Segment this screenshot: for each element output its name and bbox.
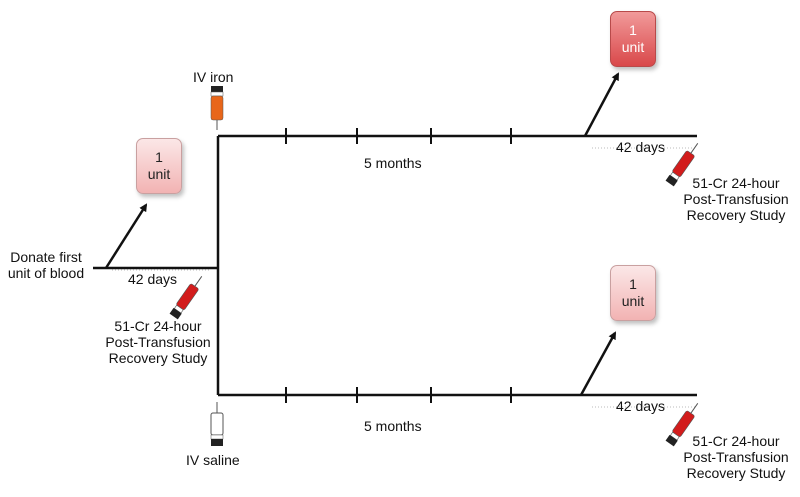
- saline-unit-word: unit: [621, 293, 645, 309]
- saline-study-line2: Post-Transfusion: [683, 449, 789, 465]
- first-blood-unit: 1 unit: [136, 138, 182, 194]
- initial-study-line2: Post-Transfusion: [105, 334, 211, 350]
- saline-period-label: 5 months: [364, 418, 422, 434]
- saline-duration-label: 42 days: [616, 398, 666, 414]
- initial-study-line1: 51-Cr 24-hour: [114, 318, 202, 334]
- iron-blood-unit: 1 unit: [610, 11, 656, 67]
- iron-duration-label: 42 days: [616, 139, 666, 155]
- first-unit-arrow: [104, 203, 148, 269]
- iron-period-label: 5 months: [364, 155, 422, 171]
- saline-treatment-label: IV saline: [186, 452, 240, 468]
- iron-syringe-icon: [665, 143, 699, 187]
- initial-study-line3: Recovery Study: [108, 350, 208, 366]
- saline-study-line3: Recovery Study: [686, 465, 786, 481]
- initial-study-label: 51-Cr 24-hour Post-Transfusion Recovery …: [98, 318, 218, 366]
- iron-study-line2: Post-Transfusion: [683, 191, 789, 207]
- start-label-line1: Donate first: [10, 249, 82, 265]
- iron-unit-number: 1: [629, 22, 637, 38]
- saline-blood-unit: 1 unit: [610, 265, 656, 321]
- start-label-line2: unit of blood: [7, 265, 85, 281]
- saline-unit-number: 1: [629, 276, 637, 292]
- iron-study-line3: Recovery Study: [686, 207, 786, 223]
- iron-unit-arrow: [583, 72, 620, 137]
- iv-saline-vial-icon: [210, 402, 224, 446]
- first-unit-number: 1: [155, 149, 163, 165]
- start-label: Donate first unit of blood: [2, 249, 90, 281]
- saline-study-line1: 51-Cr 24-hour: [692, 433, 780, 449]
- iv-iron-vial-icon: [210, 86, 224, 130]
- saline-syringe-icon: [665, 403, 699, 447]
- iron-study-line1: 51-Cr 24-hour: [692, 175, 780, 191]
- iron-treatment-label: IV iron: [193, 69, 234, 85]
- initial-duration-label: 42 days: [128, 271, 178, 287]
- initial-syringe-icon: [169, 276, 203, 320]
- saline-unit-arrow: [579, 331, 617, 396]
- saline-study-label: 51-Cr 24-hour Post-Transfusion Recovery …: [676, 433, 796, 481]
- iron-unit-word: unit: [621, 39, 645, 55]
- first-unit-word: unit: [147, 166, 171, 182]
- iron-study-label: 51-Cr 24-hour Post-Transfusion Recovery …: [676, 175, 796, 223]
